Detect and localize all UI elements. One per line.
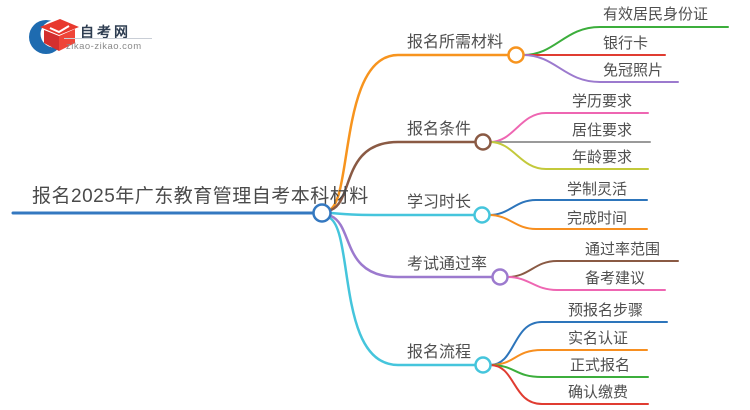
leaf-node-bank-card[interactable]: 银行卡 [603, 35, 649, 52]
branch3-node-handle[interactable] [473, 206, 491, 224]
branch5-node-handle[interactable] [474, 356, 492, 374]
leaf-node-residence-req[interactable]: 居住要求 [572, 122, 633, 139]
root-node[interactable]: 报名2025年广东教育管理自考本科材料 [32, 186, 369, 207]
logo-cap-top [40, 19, 79, 35]
root-node-handle[interactable] [312, 203, 332, 223]
connector-root-branch2 [329, 140, 477, 212]
leaf-node-identity-verify[interactable]: 实名认证 [568, 330, 629, 347]
connector-root-branch3 [329, 211, 476, 217]
branch2-node-handle[interactable] [474, 133, 492, 151]
connector-branch5-child1 [489, 321, 668, 366]
leaf-node-formal-registration[interactable]: 正式报名 [570, 357, 631, 374]
leaf-node-prep-advice[interactable]: 备考建议 [585, 270, 646, 287]
connector-branch4-child2 [506, 276, 666, 291]
connector-branch1-child1 [522, 26, 729, 56]
branch4-node-handle[interactable] [491, 268, 509, 286]
connector-branch5-child4 [489, 364, 649, 405]
logo-title[interactable]: 自考网 [80, 24, 131, 40]
branch-node-duration[interactable]: 学习时长 [407, 194, 472, 211]
logo-divider [64, 38, 152, 39]
leaf-node-flexible-schedule[interactable]: 学制灵活 [567, 181, 628, 198]
branch-node-materials[interactable]: 报名所需材料 [407, 34, 504, 51]
branch-node-conditions[interactable]: 报名条件 [407, 121, 472, 138]
branch-node-pass-rate[interactable]: 考试通过率 [407, 256, 488, 273]
logo-icon[interactable] [29, 19, 79, 54]
leaf-node-photo[interactable]: 免冠照片 [603, 62, 664, 79]
logo-cap-right [59, 29, 75, 51]
logo-domain: zikao-zikao.com [66, 41, 142, 52]
leaf-node-completion-time[interactable]: 完成时间 [567, 210, 628, 227]
branch1-node-handle[interactable] [507, 46, 525, 64]
leaf-node-education-req[interactable]: 学历要求 [572, 93, 633, 110]
leaf-node-confirm-payment[interactable]: 确认缴费 [568, 384, 629, 401]
leaf-node-pass-rate-range[interactable]: 通过率范围 [585, 241, 661, 258]
logo-cap-left [44, 30, 59, 51]
connector-root-branch5 [328, 216, 477, 367]
connector-branch1-child3 [522, 54, 679, 83]
branch-node-process[interactable]: 报名流程 [407, 344, 472, 361]
connector-branch3-child2 [488, 214, 648, 230]
leaf-node-id-card[interactable]: 有效居民身份证 [603, 6, 709, 23]
leaf-node-pre-registration[interactable]: 预报名步骤 [568, 302, 644, 319]
connector-root-branch1 [329, 53, 510, 211]
leaf-node-age-req[interactable]: 年龄要求 [572, 149, 633, 166]
connector-branch2-child3 [489, 141, 649, 170]
logo-cap-chevron [49, 25, 70, 34]
connector-root-branch4 [329, 214, 494, 279]
